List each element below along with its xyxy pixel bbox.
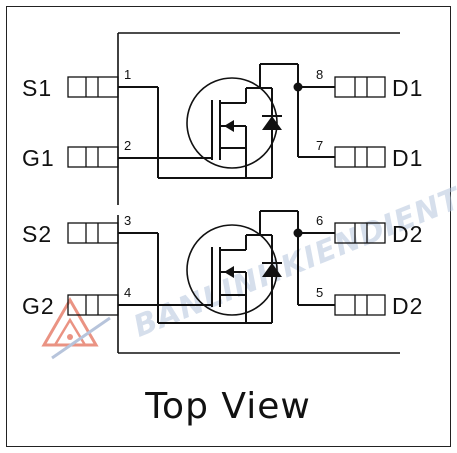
pin-label-g1: G1 xyxy=(22,145,55,171)
ic-package-body xyxy=(117,32,400,354)
caption-top-view: Top View xyxy=(144,386,311,427)
pin-label-d1-7: D1 xyxy=(392,145,423,171)
pin-number-2: 2 xyxy=(124,138,131,153)
diagram-frame xyxy=(6,6,451,447)
pin-stub-2 xyxy=(67,146,119,168)
pin-label-s2: S2 xyxy=(22,221,52,247)
pin-stub-3 xyxy=(67,222,119,244)
pin-label-g2: G2 xyxy=(22,293,55,319)
right-pin-stubs xyxy=(334,76,386,316)
junction-dot-d2 xyxy=(293,228,303,238)
pin-label-d2-5: D2 xyxy=(392,293,423,319)
q1-wiring xyxy=(118,63,335,179)
pin-stub-5 xyxy=(334,294,386,316)
pin-label-s1: S1 xyxy=(22,75,52,101)
junction-dot-d1 xyxy=(293,82,303,92)
pin-stub-1 xyxy=(67,76,119,98)
q2-wiring xyxy=(118,210,335,324)
pin-number-1: 1 xyxy=(124,67,131,82)
pin-number-5: 5 xyxy=(316,285,323,300)
watermark-logo-icon xyxy=(41,297,111,360)
left-pin-stubs xyxy=(67,76,119,316)
mosfet-q2-diode-icon xyxy=(262,263,282,277)
pin-label-d2-6: D2 xyxy=(392,221,423,247)
pin-stub-7 xyxy=(334,146,386,168)
pin-number-6: 6 xyxy=(316,213,323,228)
mosfet-q2-symbol xyxy=(118,224,282,323)
mosfet-q2-arrow-icon xyxy=(224,266,234,278)
mosfet-q1-arrow-icon xyxy=(224,120,234,132)
mosfet-q1-diode-icon xyxy=(262,116,282,130)
pin-number-7: 7 xyxy=(316,138,323,153)
pin-label-d1-8: D1 xyxy=(392,75,423,101)
mosfet-q1-symbol xyxy=(118,77,282,178)
pin-number-4: 4 xyxy=(124,285,131,300)
pin-number-8: 8 xyxy=(316,67,323,82)
pin-stub-8 xyxy=(334,76,386,98)
pin-number-3: 3 xyxy=(124,213,131,228)
